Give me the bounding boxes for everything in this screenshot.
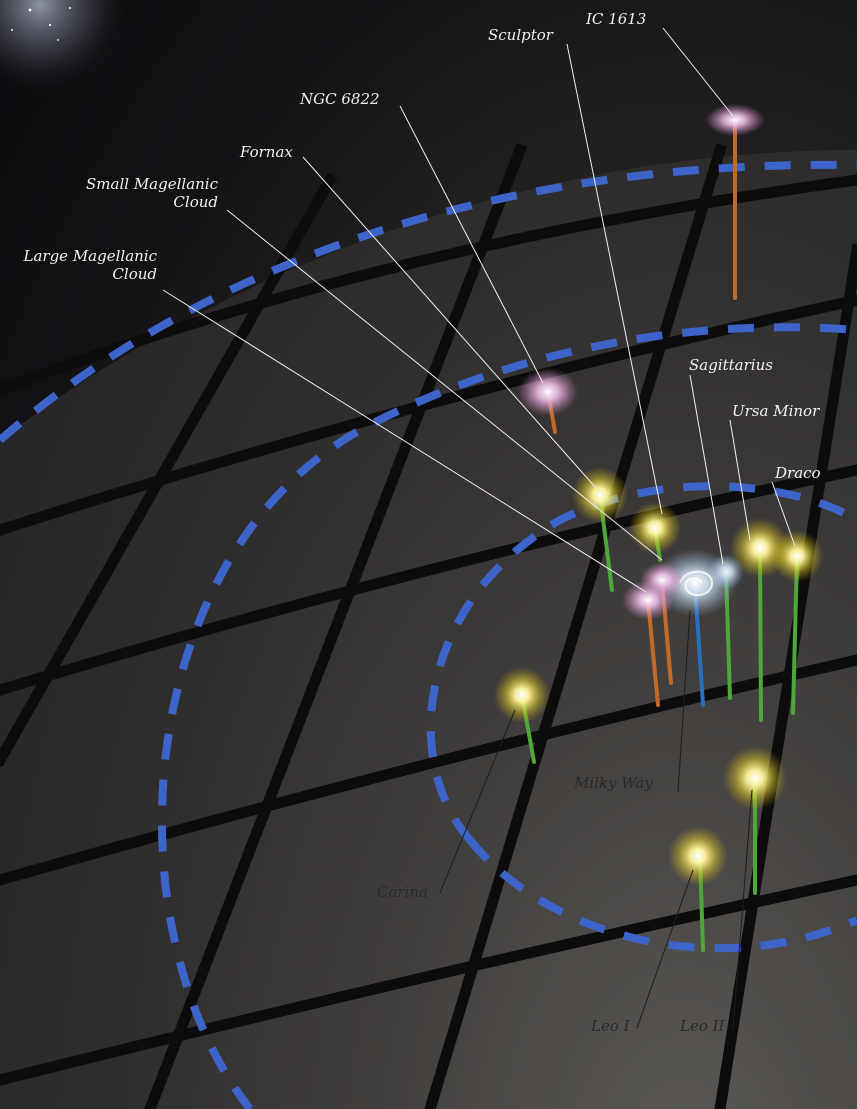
leader-lines xyxy=(162,27,796,1029)
label-ursa-minor: Ursa Minor xyxy=(732,402,820,420)
label-smc: Small Magellanic Cloud xyxy=(50,175,218,211)
label-milky-way: Milky Way xyxy=(574,774,653,792)
leader-sagittarius xyxy=(689,374,724,565)
corner-galaxy xyxy=(0,0,130,95)
leader-smc xyxy=(226,209,663,561)
leader-ngc6822 xyxy=(399,105,544,384)
galaxy-leo-ii xyxy=(723,746,787,810)
leader-draco xyxy=(771,481,796,547)
leader-ursa-minor xyxy=(729,419,751,541)
label-smc-line1: Small Magellanic xyxy=(86,175,218,193)
galaxy-leo-i xyxy=(668,826,728,886)
label-lmc-line1: Large Magellanic xyxy=(23,247,158,265)
galaxy-lmc xyxy=(622,580,674,620)
milky-way-spiral xyxy=(679,570,714,597)
label-ic1613: IC 1613 xyxy=(586,10,647,28)
label-carina: Carina xyxy=(377,883,428,901)
label-sculptor: Sculptor xyxy=(488,26,553,44)
label-draco: Draco xyxy=(775,464,821,482)
leader-lmc xyxy=(162,289,647,593)
galaxy-ngc6822 xyxy=(518,368,578,416)
galaxy-draco xyxy=(771,530,823,582)
leader-sculptor xyxy=(566,43,663,515)
label-lmc: Large Magellanic Cloud xyxy=(0,247,158,283)
leader-ic1613 xyxy=(662,27,734,117)
galaxy-sculptor xyxy=(629,502,681,554)
label-leo-i: Leo I xyxy=(591,1017,630,1035)
leader-leo-ii xyxy=(732,789,753,1029)
label-sagittarius: Sagittarius xyxy=(689,356,773,374)
label-ngc6822: NGC 6822 xyxy=(300,90,380,108)
leader-milky-way xyxy=(677,609,691,793)
stem-draco xyxy=(791,554,799,715)
galaxies xyxy=(494,104,823,886)
distance-rings xyxy=(0,160,857,1109)
label-smc-line2: Cloud xyxy=(173,193,218,211)
leader-carina xyxy=(439,709,516,894)
galaxy-carina xyxy=(494,667,550,723)
label-fornax: Fornax xyxy=(240,143,293,161)
galaxy-ic1613 xyxy=(705,104,765,136)
galaxy-fornax xyxy=(572,467,628,523)
leader-leo-i xyxy=(636,869,694,1029)
label-leo-ii: Leo II xyxy=(680,1017,725,1035)
label-lmc-line2: Cloud xyxy=(112,265,157,283)
leader-fornax xyxy=(302,156,597,489)
